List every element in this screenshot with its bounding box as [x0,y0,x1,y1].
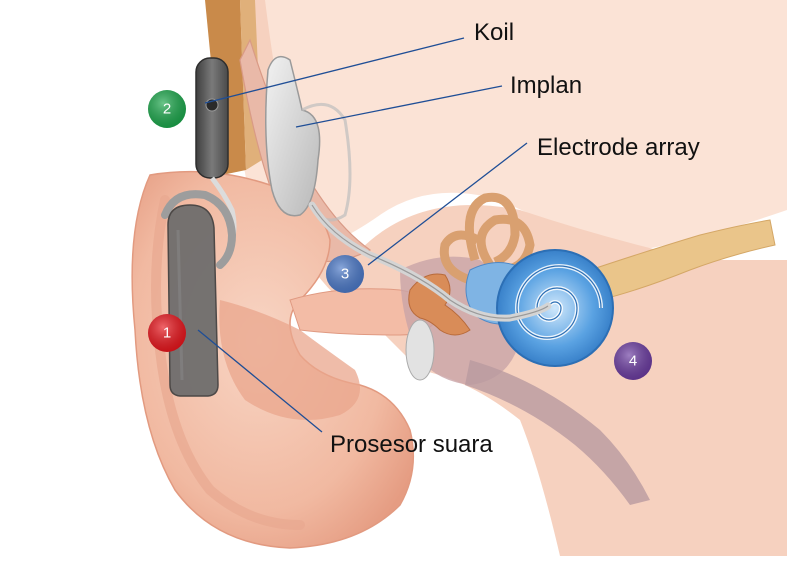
badge-1-number: 1 [163,325,171,342]
leader-processor [197,329,323,433]
leader-electrode [367,142,528,266]
implant-flange [301,102,352,222]
eardrum [405,319,435,381]
head-skin [215,0,787,250]
ear-concha [219,300,360,420]
label-implant: Implan [510,72,582,99]
ossicles [408,273,471,336]
leader-coil [204,37,465,104]
badge-4-number: 4 [629,353,637,370]
auditory-nerve [589,219,776,301]
label-sound-processor: Prosesor suara [330,431,493,458]
cochlea-spiral-outline [516,265,602,339]
eustachian-tube [465,360,650,505]
badge-3: 3 [326,255,364,293]
label-electrode-array: Electrode array [537,134,700,161]
processor-highlight [176,229,184,381]
implant-receiver [265,55,321,217]
badge-2-number: 2 [163,101,171,118]
coil-headpiece [195,57,229,179]
leader-implant [295,85,503,128]
sound-processor-body [167,204,219,397]
ear-helix-fold [151,195,305,530]
badge-4: 4 [614,342,652,380]
badge-3-number: 3 [341,266,349,283]
badge-1: 1 [148,314,186,352]
processor-ear-hook [161,190,237,269]
label-coil: Koil [474,19,514,46]
badge-2: 2 [148,90,186,128]
electrode-lead-outline [311,204,549,319]
